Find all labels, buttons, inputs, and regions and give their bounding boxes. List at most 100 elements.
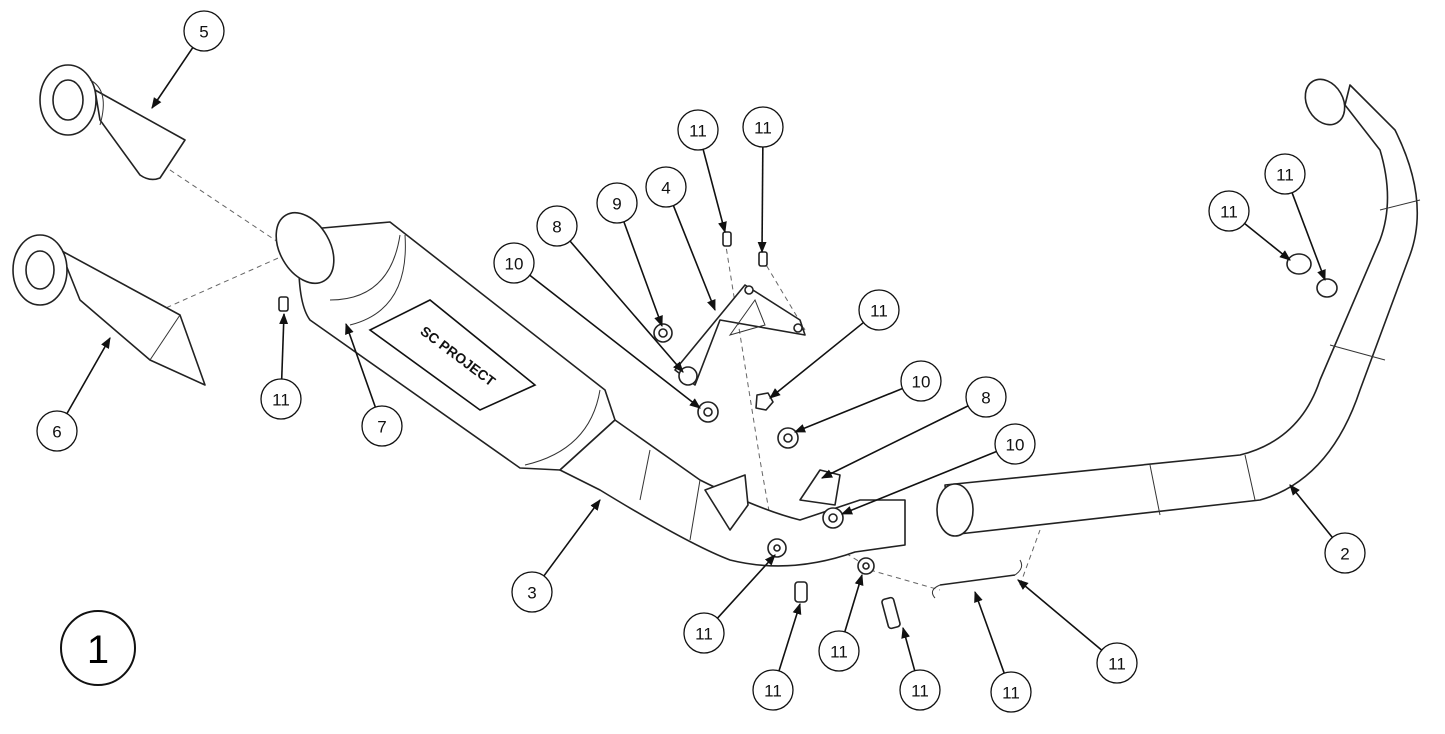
callout-circle xyxy=(818,630,860,672)
callout-11: 11 xyxy=(990,671,1032,713)
callout-number: 6 xyxy=(52,423,61,442)
leader-line xyxy=(569,240,684,373)
callout-11: 11 xyxy=(818,630,860,672)
callout-circle xyxy=(683,612,725,654)
leader-line xyxy=(345,322,377,408)
callout-number: 11 xyxy=(1276,166,1294,185)
callout-circle xyxy=(965,376,1007,418)
callout-11: 11 xyxy=(899,669,941,711)
svg-text:1: 1 xyxy=(87,628,109,672)
callout-10: 10 xyxy=(900,360,942,402)
callout-11: 11 xyxy=(858,289,900,331)
callout-number: 11 xyxy=(1002,684,1020,703)
callout-number: 11 xyxy=(911,682,929,701)
leader-line xyxy=(974,590,1005,674)
callout-circle xyxy=(493,242,535,284)
callout-number: 10 xyxy=(505,255,524,274)
callout-number: 8 xyxy=(981,389,990,408)
callout-circle xyxy=(1324,532,1366,574)
leader-line xyxy=(279,312,289,380)
callout-circle xyxy=(752,669,794,711)
callout-11: 11 xyxy=(752,669,794,711)
callout-number: 5 xyxy=(199,23,208,42)
callout-circle xyxy=(511,571,553,613)
callout-11: 11 xyxy=(742,106,784,148)
callout-circle xyxy=(858,289,900,331)
callout-number: 2 xyxy=(1340,545,1349,564)
leader-line xyxy=(769,321,864,399)
callout-number: 8 xyxy=(552,218,561,237)
callout-circle xyxy=(536,205,578,247)
callout-number: 4 xyxy=(661,179,670,198)
callout-11: 11 xyxy=(1096,642,1138,684)
bracket-part-4 xyxy=(674,284,806,386)
callout-11: 11 xyxy=(677,109,719,151)
callout-8: 8 xyxy=(965,376,1007,418)
callout-number: 11 xyxy=(272,391,290,410)
callout-circle xyxy=(183,10,225,52)
callout-number: 11 xyxy=(1108,655,1126,674)
leader-line xyxy=(840,450,997,515)
spike-end-cap-part-6 xyxy=(12,234,206,386)
leader-lines xyxy=(66,47,1334,674)
callout-circle xyxy=(596,182,638,224)
callout-circle xyxy=(1208,190,1250,232)
callout-9: 9 xyxy=(596,182,638,224)
callout-labels: 5 6 11 7 3 10 8 9 4 11 11 11 10 8 10 11 11 2 11 11 11 11 11 11 xyxy=(36,10,1366,713)
leader-line xyxy=(623,221,663,328)
callout-11: 11 xyxy=(683,612,725,654)
callout-number: 11 xyxy=(764,682,782,701)
callout-circle xyxy=(900,360,942,402)
callout-11: 11 xyxy=(1208,190,1250,232)
callout-3: 3 xyxy=(511,571,553,613)
leader-line xyxy=(901,626,916,671)
callout-circle xyxy=(994,423,1036,465)
leader-line xyxy=(1017,579,1103,651)
leader-line xyxy=(778,602,802,672)
callout-number: 11 xyxy=(695,625,713,644)
callout-number: 9 xyxy=(612,195,621,214)
callout-6: 6 xyxy=(36,410,78,452)
hardware-parts xyxy=(278,231,1338,630)
end-cap-part-5 xyxy=(39,64,186,181)
leader-line xyxy=(793,387,903,433)
header-pipe-part-2 xyxy=(936,78,1421,537)
callout-circle xyxy=(990,671,1032,713)
callout-7: 7 xyxy=(361,405,403,447)
callout-circle xyxy=(361,405,403,447)
callout-number: 11 xyxy=(870,302,888,321)
leader-line xyxy=(1291,192,1326,282)
callout-2: 2 xyxy=(1324,532,1366,574)
callout-number: 11 xyxy=(689,122,707,141)
callout-circle xyxy=(1096,642,1138,684)
callout-10: 10 xyxy=(994,423,1036,465)
leader-line xyxy=(672,205,716,312)
leader-line xyxy=(844,573,864,633)
callout-5: 5 xyxy=(183,10,225,52)
callout-circle xyxy=(36,410,78,452)
leader-line xyxy=(529,274,701,409)
leader-line xyxy=(716,554,776,619)
figure-number-badge: 1 xyxy=(60,610,136,686)
leader-line xyxy=(757,146,767,254)
callout-11: 11 xyxy=(1264,153,1306,195)
callout-circle xyxy=(260,378,302,420)
link-pipe-part-3 xyxy=(559,419,906,567)
callout-number: 10 xyxy=(1006,436,1025,455)
leader-line xyxy=(151,47,194,109)
callout-11: 11 xyxy=(260,378,302,420)
muffler-part-7: SC PROJECT xyxy=(275,211,616,471)
callout-number: 11 xyxy=(830,643,848,662)
leader-line xyxy=(1289,484,1334,538)
callout-8: 8 xyxy=(536,205,578,247)
callout-circle xyxy=(742,106,784,148)
callout-number: 10 xyxy=(912,373,931,392)
callout-number: 11 xyxy=(754,119,772,138)
leader-line xyxy=(66,337,111,415)
callout-number: 11 xyxy=(1220,203,1238,222)
leader-line xyxy=(543,499,601,577)
callout-circle xyxy=(1264,153,1306,195)
callout-10: 10 xyxy=(493,242,535,284)
callout-circle xyxy=(899,669,941,711)
